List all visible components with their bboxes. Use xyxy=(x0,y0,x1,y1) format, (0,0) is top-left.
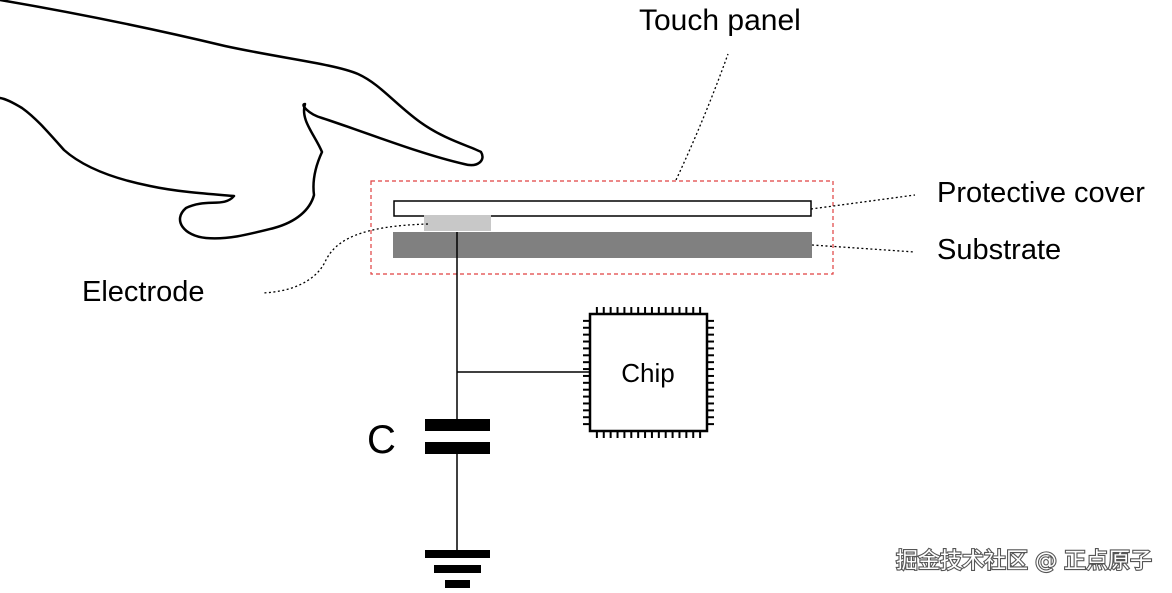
pointing-hand-icon xyxy=(0,0,484,240)
capacitor-plate-top xyxy=(425,419,490,431)
capacitor-plate-bottom xyxy=(425,442,490,454)
protective-cover-label: Protective cover xyxy=(937,177,1145,209)
electrode-leader-line xyxy=(261,223,429,294)
chip-icon xyxy=(583,307,714,438)
touch-panel-outline xyxy=(370,180,834,275)
ground-bar-3 xyxy=(445,580,470,588)
touch-panel-leader-line xyxy=(675,53,729,181)
ground-bar-1 xyxy=(425,550,490,558)
electrode-label: Electrode xyxy=(82,276,205,308)
protective-cover-leader-line xyxy=(810,194,916,210)
substrate-leader-line xyxy=(811,244,916,253)
ground-bar-2 xyxy=(434,565,481,573)
substrate xyxy=(393,232,812,258)
capacitor-label: C xyxy=(367,418,396,462)
touch-panel-label: Touch panel xyxy=(639,4,801,37)
ground-icon xyxy=(425,550,490,588)
electrode xyxy=(424,215,491,231)
watermark: 掘金技术社区 @ 正点原子 xyxy=(896,549,1152,574)
capacitor-icon xyxy=(425,419,490,454)
substrate-label: Substrate xyxy=(937,234,1061,266)
chip-body xyxy=(588,312,709,433)
chip-label: Chip xyxy=(621,358,674,388)
protective-cover xyxy=(393,200,812,217)
